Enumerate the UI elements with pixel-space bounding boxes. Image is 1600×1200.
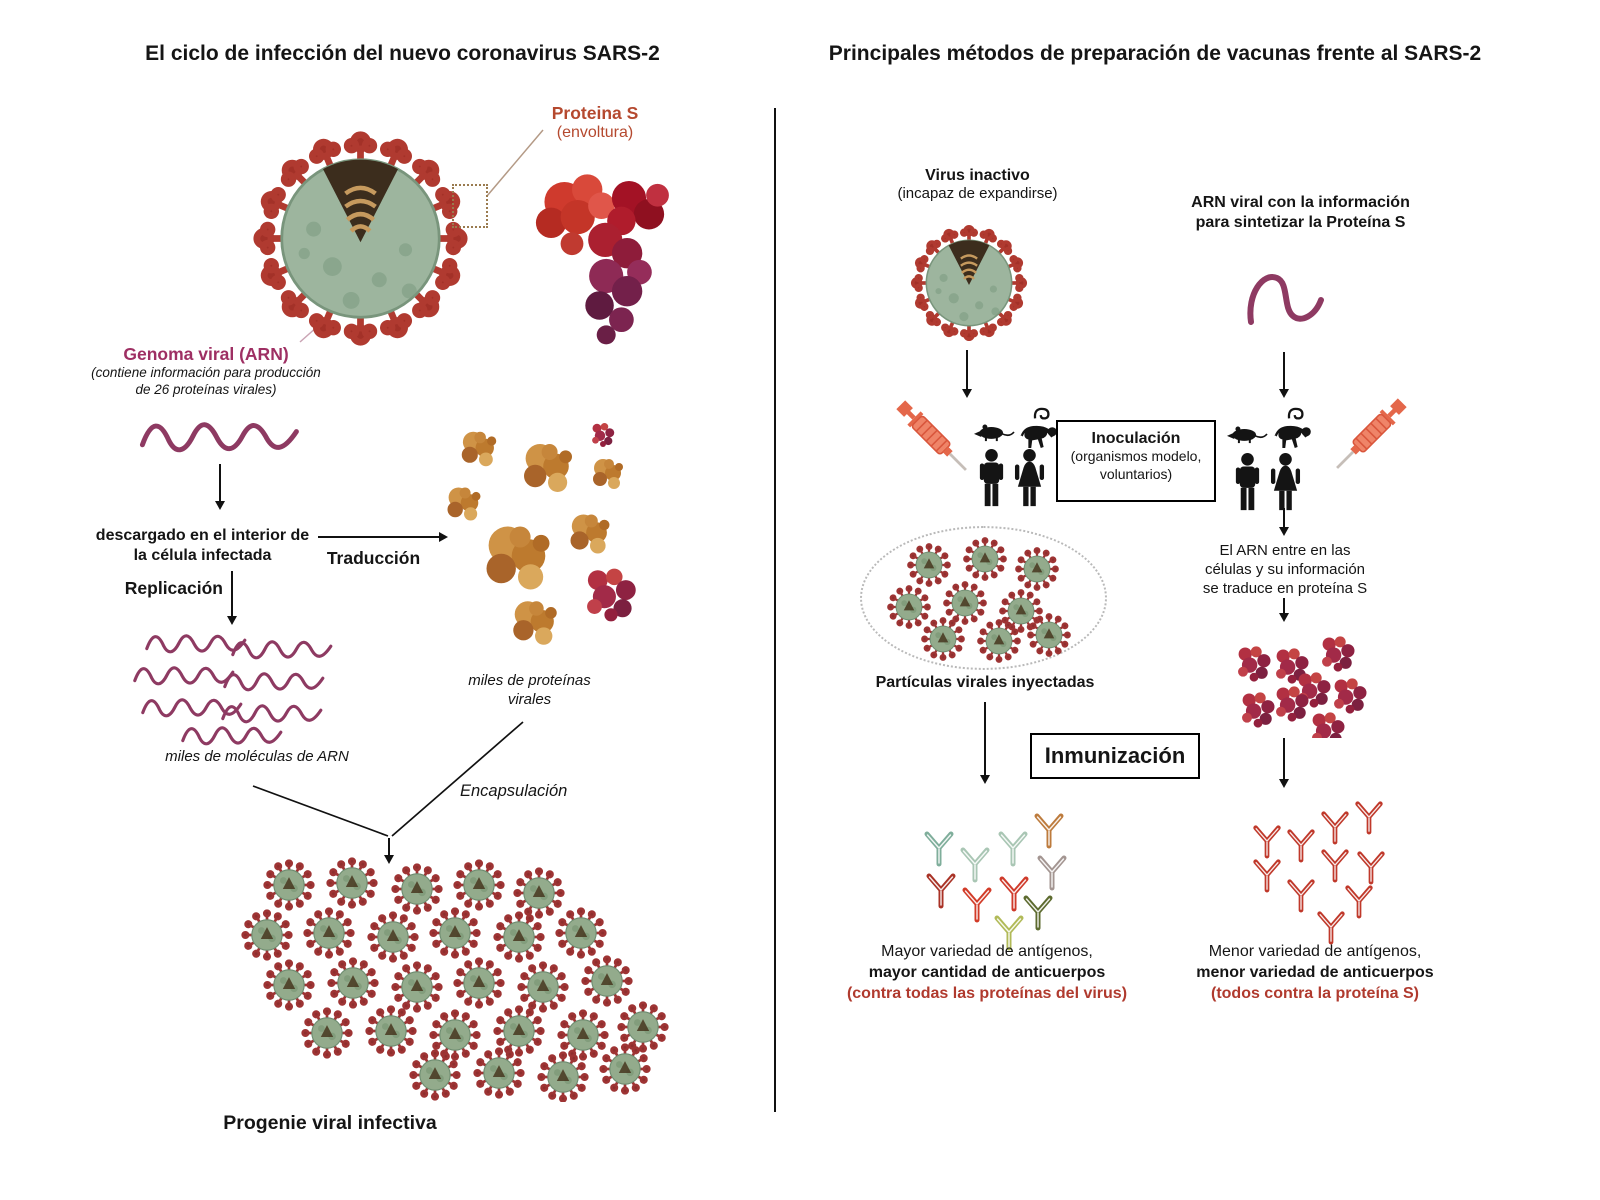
woman-icon — [1014, 448, 1045, 507]
man-icon — [979, 448, 1004, 507]
result-line: Mayor variedad de antígenos, — [881, 943, 1093, 960]
rna-result-text: Menor variedad de antígenos, menor varie… — [1165, 942, 1465, 1004]
mouse-icon — [1226, 425, 1268, 444]
arrow-people-to-translation — [1278, 508, 1289, 536]
mouse-icon — [973, 423, 1015, 442]
arn-viral-label: ARN viral con la información para sintet… — [1191, 194, 1410, 231]
arrow-proteins-to-antibodies — [1278, 738, 1289, 788]
virus-inactivo-label: Virus inactivo — [925, 167, 1030, 184]
viral-proteins-cluster — [447, 423, 636, 645]
result-line: menor variedad de anticuerpos — [1196, 963, 1434, 981]
injected-particles-ellipse — [860, 526, 1107, 670]
rna-squiggle-icon — [1243, 260, 1333, 340]
miles-arn-caption: miles de moléculas de ARN — [165, 748, 349, 765]
panel-divider — [774, 108, 776, 1112]
inoculacion-box: Inoculación (organismos modelo, voluntar… — [1056, 420, 1216, 502]
progenie-label: Progenie viral infectiva — [223, 1112, 437, 1134]
result-line: Menor variedad de antígenos, — [1208, 943, 1422, 960]
man-icon — [1235, 452, 1260, 511]
monkey-icon — [1272, 407, 1312, 448]
arrow-encapsulacion — [383, 838, 394, 864]
replicacion-label: Replicación — [124, 578, 223, 598]
spike-selection-box — [452, 184, 488, 228]
inactivated-coronavirus-icon — [910, 224, 1028, 342]
inactivated-result-text: Mayor variedad de antígenos, mayor canti… — [822, 942, 1152, 1004]
left-panel-title: El ciclo de infección del nuevo coronavi… — [145, 42, 660, 65]
coronavirus-icon — [248, 126, 473, 351]
traduccion-label: Traducción — [326, 548, 421, 568]
encapsulacion-label: Encapsulación — [460, 782, 568, 800]
inmunizacion-box: Inmunización — [1030, 733, 1200, 779]
mixed-antibody-cluster — [893, 786, 1088, 954]
inoculacion-sublabel: (organismos modelo, voluntarios) — [1070, 448, 1202, 482]
arn-translate-label: El ARN entre en las células y su informa… — [1202, 542, 1368, 597]
arrow-genome-to-cell — [214, 464, 225, 510]
syringe-icon — [1329, 394, 1411, 476]
result-line: mayor cantidad de anticuerpos — [868, 963, 1106, 981]
genome-label-group: Genoma viral (ARN) (contiene información… — [72, 344, 340, 399]
protein-s-label: Proteina S — [551, 103, 639, 123]
rna-squiggle-icon — [138, 413, 303, 459]
inoculacion-title: Inoculación — [1091, 430, 1181, 447]
descargado-label: descargado en el interior de la célula i… — [95, 527, 310, 564]
arrow-replicacion — [226, 571, 237, 625]
miles-proteinas-caption: miles de proteínas virales — [468, 672, 591, 708]
genome-sublabel: (contiene información para producción de… — [91, 365, 321, 397]
protein-s-sublabel: (envoltura) — [556, 124, 634, 141]
red-antibody-cluster — [1232, 788, 1397, 950]
genome-label: Genoma viral (ARN) — [123, 344, 289, 364]
result-line: (contra todas las proteínas del virus) — [846, 984, 1128, 1002]
arrow-traduccion — [318, 531, 448, 542]
arrow-particles-to-antibodies — [979, 702, 990, 784]
inmunizacion-label: Inmunización — [1044, 743, 1186, 768]
woman-icon — [1270, 452, 1301, 511]
result-line: (todos contra la proteína S) — [1210, 984, 1419, 1002]
rna-molecules-cluster — [133, 634, 333, 746]
right-panel-title: Principales métodos de preparación de va… — [828, 42, 1482, 65]
monkey-icon — [1018, 407, 1058, 448]
syringe-icon — [892, 396, 974, 478]
virus-inactivo-sublabel: (incapaz de expandirse) — [897, 185, 1058, 202]
injected-virus-cluster — [887, 537, 1071, 663]
viral-progeny-cluster — [241, 857, 669, 1102]
virus-inactivo-label-group: Virus inactivo (incapaz de expandirse) — [870, 167, 1085, 202]
arrow-translation-to-proteins — [1278, 598, 1289, 622]
protein-s-label-group: Proteina S (envoltura) — [500, 103, 690, 142]
spike-protein-icon — [535, 174, 669, 345]
arrow-virus-to-inoculation — [961, 350, 972, 398]
arrow-rna-to-inoculation — [1278, 352, 1289, 398]
protein-s-cluster — [1238, 636, 1367, 738]
particulas-label: Partículas virales inyectadas — [875, 674, 1095, 691]
